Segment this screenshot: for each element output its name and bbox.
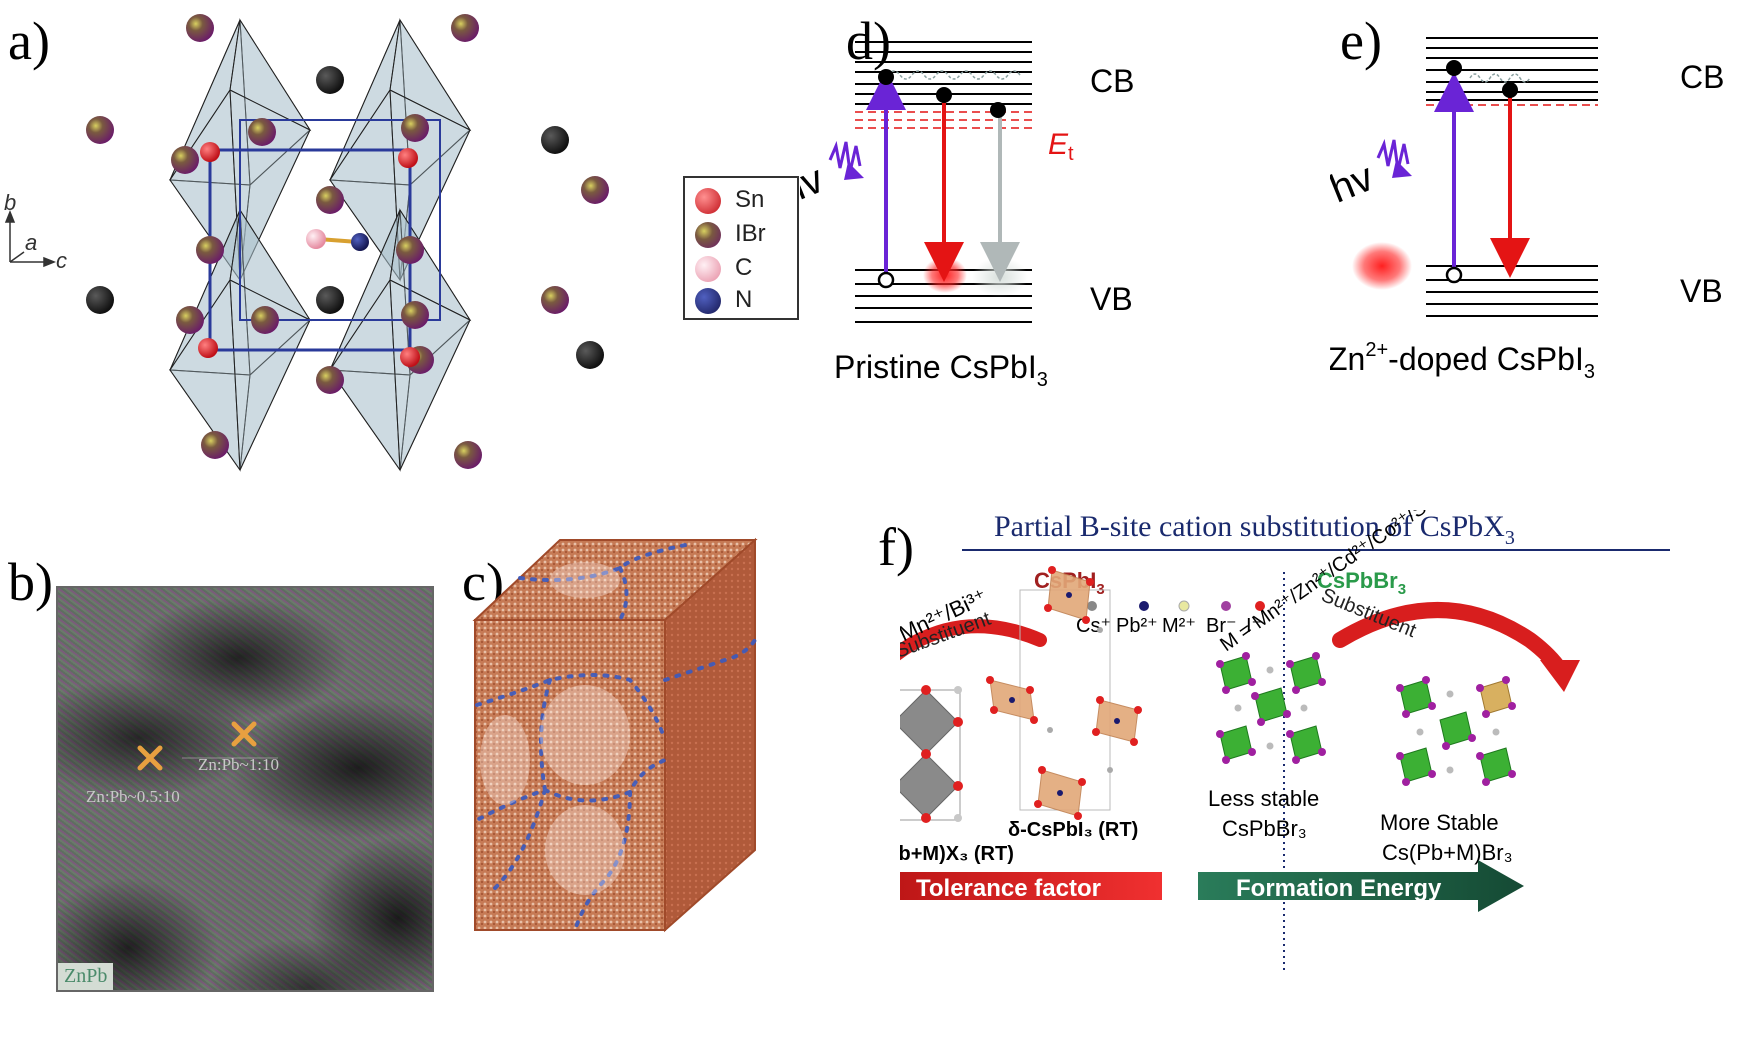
map-label: ZnPb bbox=[58, 963, 114, 990]
crystal-structure: b a c bbox=[4, 14, 609, 472]
electron bbox=[1502, 82, 1518, 98]
legend-label: Sn bbox=[735, 186, 765, 213]
alpha-label: α-Cs(Pb+M)X₃ (RT) bbox=[900, 843, 1014, 865]
axis-a-label: a bbox=[25, 230, 37, 255]
axes-indicator bbox=[4, 209, 57, 268]
axis-b-label: b bbox=[4, 190, 16, 215]
more-stable-lattice bbox=[1396, 676, 1516, 786]
less-stable-lattice bbox=[1216, 652, 1326, 764]
annotation-ratio-2: Zn:Pb~0.5:10 bbox=[86, 787, 180, 806]
panel-letter-a: a) bbox=[8, 11, 50, 71]
panel-letter-e: e) bbox=[1340, 11, 1382, 71]
formation-arrow bbox=[1198, 860, 1524, 912]
axis-c-label: c bbox=[56, 248, 67, 273]
formation-arrow-label: Formation Energy bbox=[1236, 875, 1442, 902]
trap-label: Et bbox=[1048, 128, 1074, 165]
caption-doped: Zn2+-doped CsPbI3 bbox=[1330, 339, 1595, 383]
electron bbox=[1446, 60, 1462, 76]
legend-item-n: N bbox=[695, 284, 795, 318]
substitution-schematic: Partial B-site cation substitution of Cs… bbox=[900, 510, 1670, 970]
electron bbox=[990, 102, 1006, 118]
header-cspbbr3: CsPbBr3 bbox=[1317, 568, 1406, 598]
sn-swatch bbox=[695, 188, 721, 214]
photon-label: hv bbox=[1330, 155, 1380, 212]
panel-letter-f: f) bbox=[878, 517, 914, 577]
panel-f-title: Partial B-site cation substitution of Cs… bbox=[994, 510, 1515, 549]
legend-item-sn: Sn bbox=[695, 184, 795, 218]
eds-map: Zn:Pb~1:10 Zn:Pb~0.5:10 ZnPb bbox=[56, 586, 434, 992]
band-diagram-pristine: hv CB VB Et Pristine CsPbI3 bbox=[800, 41, 1134, 391]
electron bbox=[936, 87, 952, 103]
panel-letter-b: b) bbox=[8, 552, 53, 612]
hole bbox=[1445, 266, 1463, 284]
carbon-atom bbox=[306, 229, 326, 249]
grain-cube bbox=[472, 537, 758, 933]
legend-label: C bbox=[735, 254, 753, 281]
c-swatch bbox=[695, 256, 721, 282]
legend-label: N bbox=[735, 286, 753, 313]
annotation-ratio-1: Zn:Pb~1:10 bbox=[198, 755, 279, 774]
ion-pb: Pb²⁺ bbox=[1116, 615, 1158, 637]
tolerance-arrow-label: Tolerance factor bbox=[916, 875, 1101, 902]
legend-item-c: C bbox=[695, 252, 795, 286]
atoms-group bbox=[86, 14, 609, 469]
photon-wave bbox=[828, 140, 862, 173]
electron bbox=[878, 69, 894, 85]
delta-label: δ-CsPbI₃ (RT) bbox=[1008, 819, 1138, 841]
ion-br: Br⁻ bbox=[1206, 615, 1237, 637]
more-stable-label-2: Cs(Pb+M)Br₃ bbox=[1382, 840, 1513, 865]
more-stable-label-1: More Stable bbox=[1380, 810, 1499, 835]
ibr-swatch bbox=[695, 222, 721, 248]
vb-label: VB bbox=[1090, 281, 1133, 317]
n-swatch bbox=[695, 288, 721, 314]
caption-pristine: Pristine CsPbI3 bbox=[834, 349, 1048, 391]
less-stable-label-2: CsPbBr₃ bbox=[1222, 816, 1307, 841]
nitrogen-atom bbox=[351, 233, 369, 251]
delta-lattice bbox=[986, 566, 1142, 820]
legend-item-ibr: IBr bbox=[695, 218, 795, 252]
ion-i: I⁻ bbox=[1246, 615, 1262, 637]
photon-label: hv bbox=[800, 157, 830, 214]
alpha-lattice bbox=[900, 685, 963, 823]
tolerance-arrow bbox=[900, 872, 1162, 900]
atom-legend: Sn IBr C N bbox=[683, 176, 799, 320]
photon-wave bbox=[1376, 138, 1410, 171]
legend-label: IBr bbox=[735, 220, 766, 247]
band-diagram-doped: hv CB VB Zn2+-doped CsPbI3 bbox=[1330, 37, 1724, 383]
cb-label: CB bbox=[1680, 59, 1724, 95]
less-stable-label-1: Less stable bbox=[1208, 786, 1319, 811]
ion-m: M²⁺ bbox=[1162, 615, 1196, 637]
cb-label: CB bbox=[1090, 63, 1134, 99]
hole bbox=[877, 271, 895, 289]
vb-label: VB bbox=[1680, 273, 1723, 309]
